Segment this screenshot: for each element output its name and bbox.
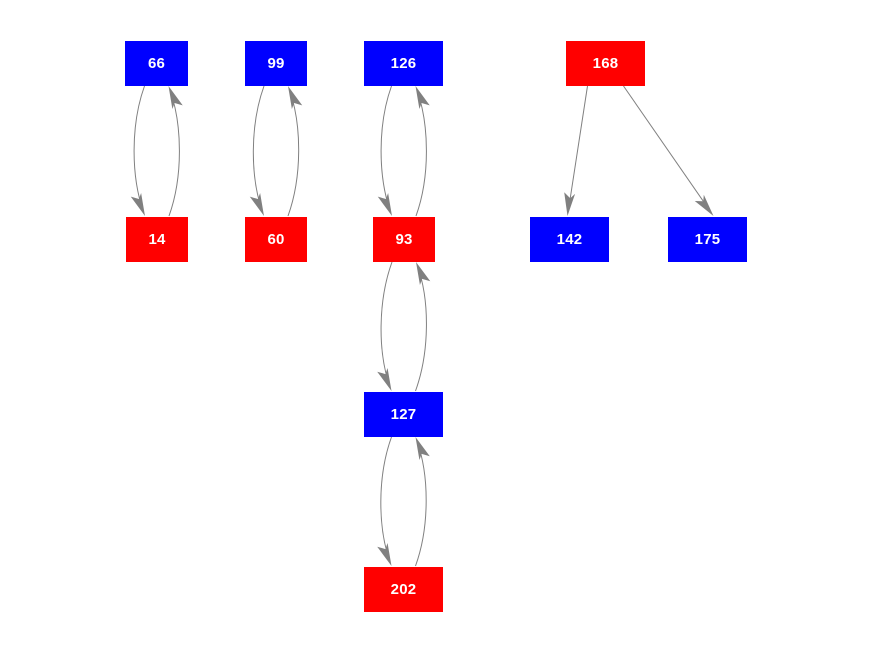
graph-node-label: 60 bbox=[267, 231, 285, 248]
graph-node-label: 66 bbox=[147, 55, 166, 72]
graph-node-168[interactable]: 168 bbox=[566, 41, 645, 86]
graph-edge-arrowhead-126-to-93 bbox=[377, 192, 392, 216]
graph-node-127[interactable]: 127 bbox=[364, 392, 443, 437]
graph-edge-arrowhead-168-to-142 bbox=[564, 192, 576, 216]
graph-node-66[interactable]: 66 bbox=[125, 41, 188, 86]
graph-node-99[interactable]: 99 bbox=[245, 41, 307, 86]
graph-edge-127-to-93 bbox=[415, 265, 427, 392]
graph-edge-66-to-14 bbox=[133, 85, 145, 213]
graph-edge-127-to-202 bbox=[380, 436, 392, 563]
graph-edge-arrowhead-93-to-126 bbox=[415, 86, 430, 110]
graph-edge-arrowhead-202-to-127 bbox=[415, 437, 430, 461]
graph-node-60[interactable]: 60 bbox=[245, 217, 307, 262]
graph-node-93[interactable]: 93 bbox=[373, 217, 435, 262]
graph-node-label: 168 bbox=[592, 55, 619, 72]
graph-node-175[interactable]: 175 bbox=[668, 217, 747, 262]
graph-edge-99-to-60 bbox=[252, 85, 265, 213]
graph-node-label: 93 bbox=[395, 231, 413, 248]
graph-edge-60-to-99 bbox=[287, 89, 300, 217]
graph-node-label: 127 bbox=[390, 406, 417, 423]
graph-node-label: 142 bbox=[556, 231, 583, 248]
graph-node-label: 202 bbox=[390, 581, 417, 598]
graph-edge-202-to-127 bbox=[415, 440, 427, 567]
edges-group bbox=[130, 85, 714, 567]
graph-edge-arrowhead-99-to-60 bbox=[249, 192, 264, 216]
graph-node-label: 126 bbox=[390, 55, 417, 72]
graph-edge-168-to-142 bbox=[567, 85, 588, 213]
graph-edge-14-to-66 bbox=[168, 89, 180, 217]
graph-edge-93-to-126 bbox=[415, 89, 427, 217]
graph-edge-126-to-93 bbox=[380, 85, 392, 213]
graph-node-126[interactable]: 126 bbox=[364, 41, 443, 86]
graph-edge-168-to-175 bbox=[623, 85, 712, 213]
graph-edge-arrowhead-60-to-99 bbox=[288, 86, 303, 110]
graph-edge-93-to-127 bbox=[380, 261, 393, 388]
graph-edge-arrowhead-14-to-66 bbox=[168, 86, 183, 110]
graph-node-label: 14 bbox=[148, 231, 166, 248]
graph-node-14[interactable]: 14 bbox=[126, 217, 188, 262]
graph-edge-arrowhead-127-to-202 bbox=[377, 542, 392, 566]
graph-node-label: 99 bbox=[267, 55, 285, 72]
graph-edge-arrowhead-93-to-127 bbox=[377, 367, 392, 391]
graph-node-202[interactable]: 202 bbox=[364, 567, 443, 612]
graph-edge-arrowhead-168-to-175 bbox=[694, 194, 714, 216]
graph-node-142[interactable]: 142 bbox=[530, 217, 609, 262]
graph-edge-arrowhead-66-to-14 bbox=[130, 192, 145, 216]
graph-edge-arrowhead-127-to-93 bbox=[416, 262, 431, 286]
graph-node-label: 175 bbox=[694, 231, 721, 248]
